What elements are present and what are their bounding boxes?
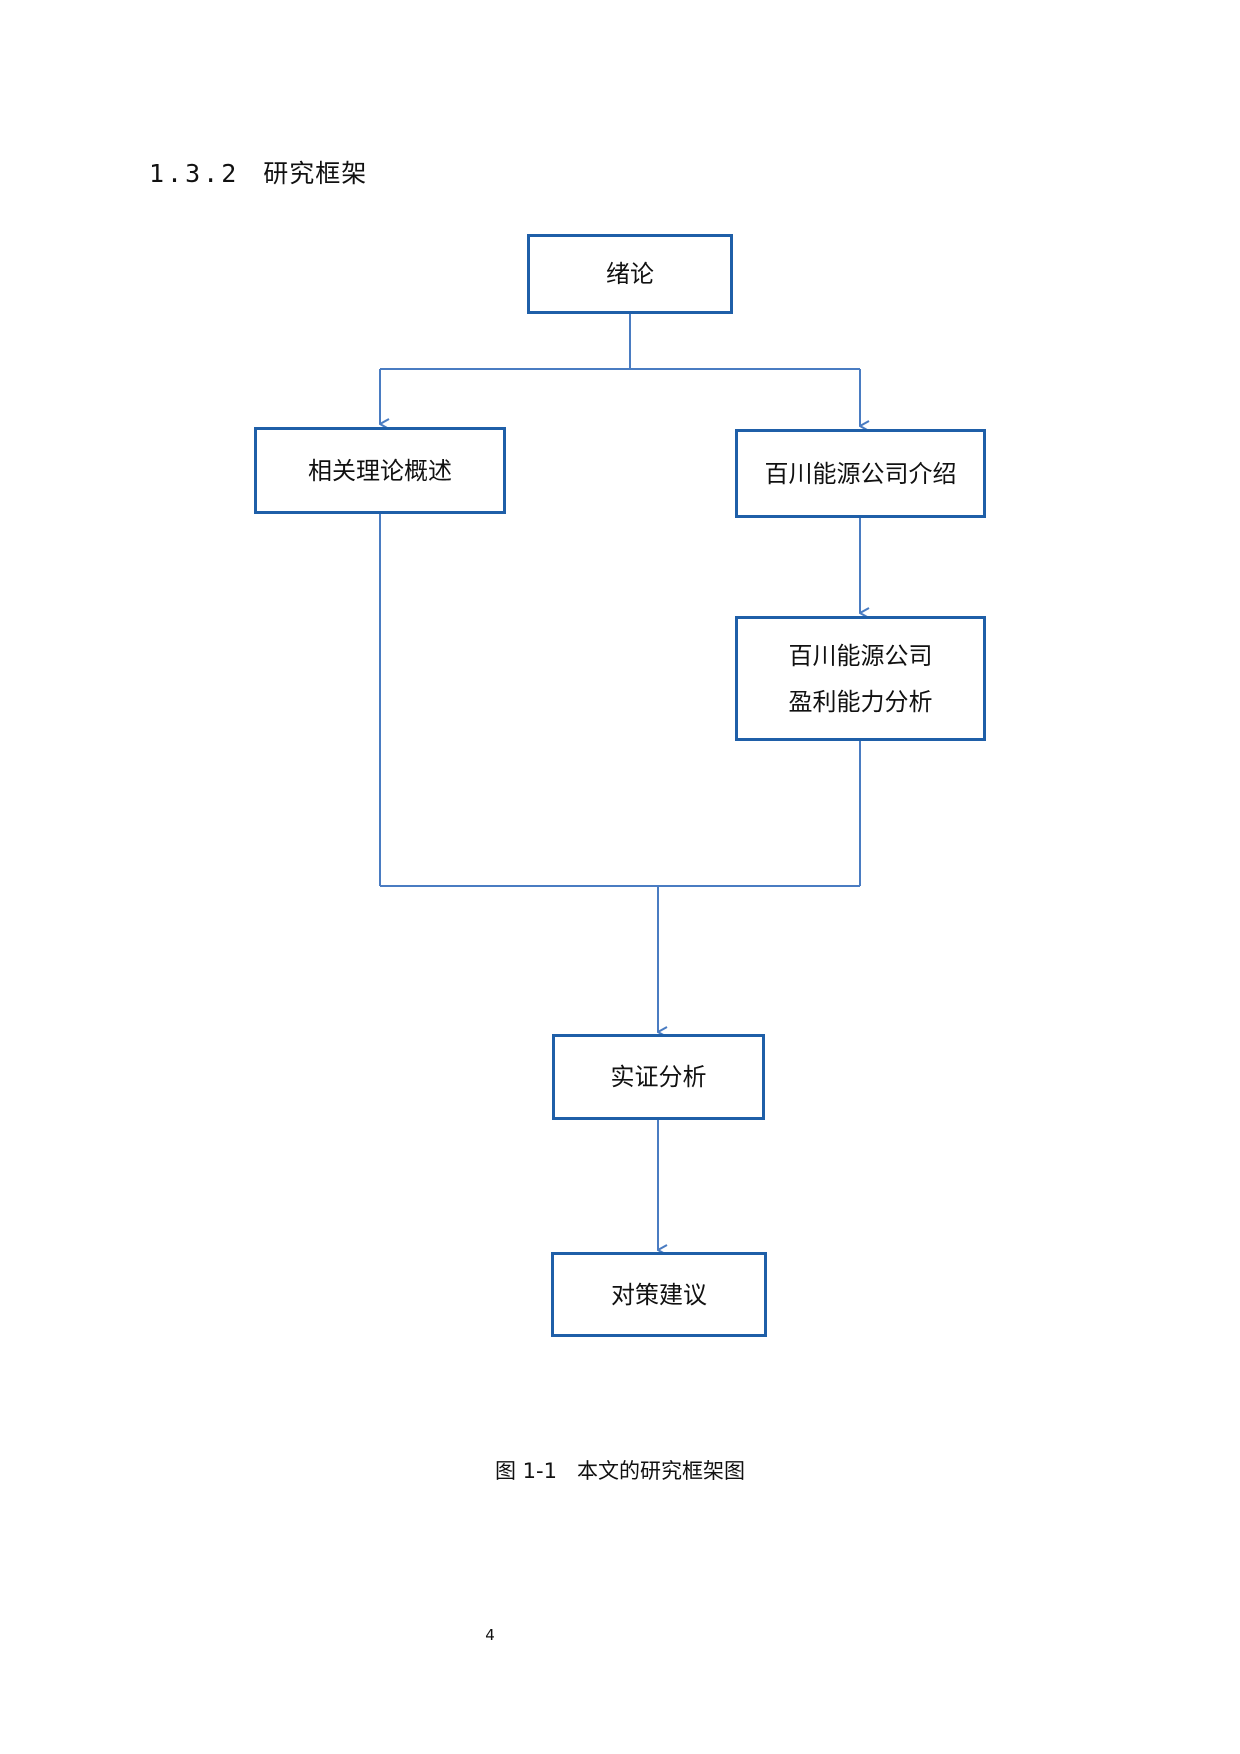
node-company-intro-label: 百川能源公司介绍 bbox=[764, 459, 957, 488]
figure-caption-title: 本文的研究框架图 bbox=[576, 1459, 745, 1483]
page-number: 4 bbox=[485, 1626, 495, 1644]
node-profitability-line-1: 百川能源公司 bbox=[788, 641, 933, 670]
node-profitability: 百川能源公司 盈利能力分析 bbox=[735, 616, 986, 741]
node-empirical-label: 实证分析 bbox=[610, 1063, 707, 1091]
section-title: 研究框架 bbox=[263, 159, 368, 188]
node-profitability-line-2: 盈利能力分析 bbox=[788, 687, 933, 716]
figure-caption-label: 图 1-1 bbox=[495, 1459, 557, 1483]
node-empirical: 实证分析 bbox=[552, 1034, 765, 1120]
section-heading: 1.3.2 研究框架 bbox=[149, 154, 367, 190]
figure-caption: 图 1-1 本文的研究框架图 bbox=[0, 1455, 1240, 1485]
section-number: 1.3.2 bbox=[149, 159, 240, 188]
node-intro-label: 绪论 bbox=[606, 260, 654, 288]
node-company-intro: 百川能源公司介绍 bbox=[735, 429, 986, 518]
node-suggestions-label: 对策建议 bbox=[611, 1280, 707, 1309]
connector-intro-split bbox=[380, 313, 860, 370]
node-suggestions: 对策建议 bbox=[551, 1252, 767, 1337]
node-theory: 相关理论概述 bbox=[254, 427, 506, 514]
node-theory-label: 相关理论概述 bbox=[308, 456, 452, 485]
node-intro: 绪论 bbox=[527, 234, 733, 314]
